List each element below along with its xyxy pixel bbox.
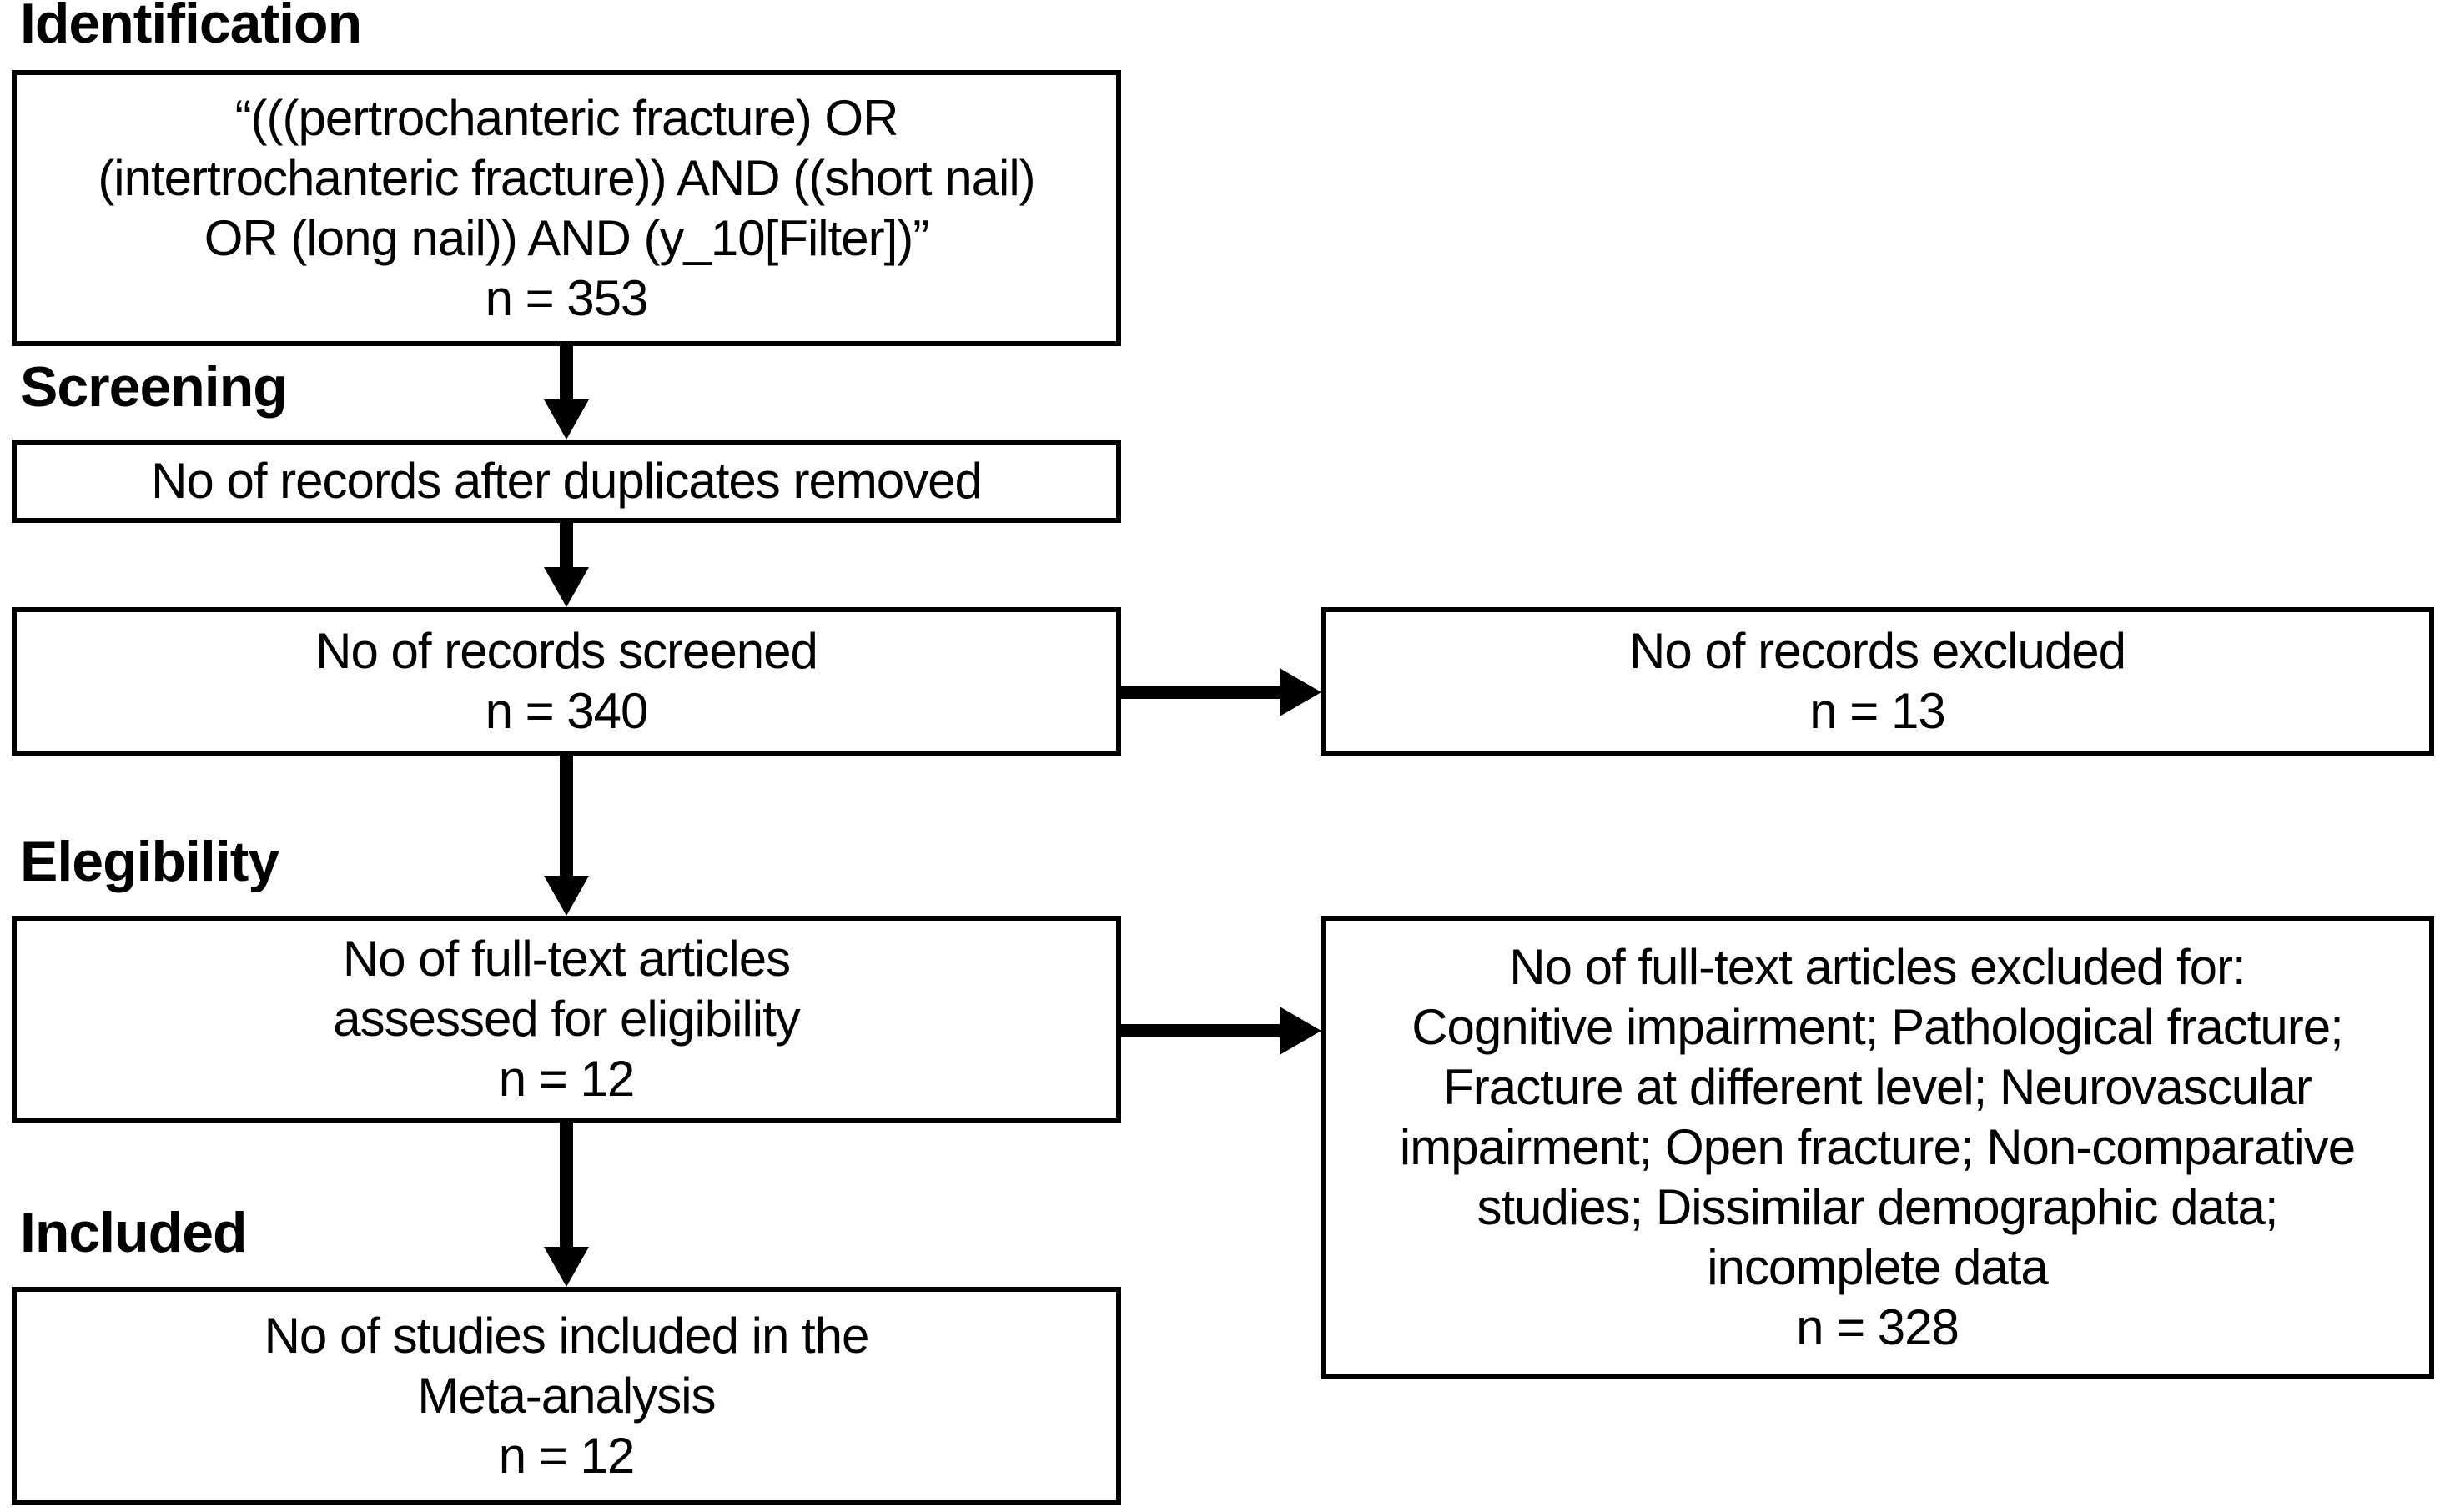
- records-excluded-text: No of records excluded n = 13: [1629, 623, 2126, 739]
- fulltext-excluded-text: No of full-text articles excluded for: C…: [1399, 939, 2356, 1355]
- studies-included-text: No of studies included in the Meta-analy…: [264, 1308, 870, 1484]
- records-screened-box: No of records screened n = 340: [12, 607, 1121, 756]
- stage-label-eligibility: Elegibility: [20, 830, 279, 893]
- stage-label-screening: Screening: [20, 355, 288, 419]
- stage-label-identification: Identification: [20, 0, 362, 55]
- duplicates-removed-box: No of records after duplicates removed: [12, 440, 1121, 523]
- fulltext-assessed-box: No of full-text articles assessed for el…: [12, 916, 1121, 1123]
- search-query-text: “(((pertrochanteric fracture) OR (intert…: [98, 89, 1035, 326]
- fulltext-assessed-text: No of full-text articles assessed for el…: [333, 931, 801, 1107]
- duplicates-removed-text: No of records after duplicates removed: [151, 453, 983, 509]
- records-screened-text: No of records screened n = 340: [315, 623, 818, 739]
- fulltext-excluded-box: No of full-text articles excluded for: C…: [1321, 916, 2434, 1379]
- stage-label-included: Included: [20, 1201, 248, 1264]
- studies-included-box: No of studies included in the Meta-analy…: [12, 1287, 1121, 1505]
- search-query-box: “(((pertrochanteric fracture) OR (intert…: [12, 70, 1121, 346]
- records-excluded-box: No of records excluded n = 13: [1321, 607, 2434, 756]
